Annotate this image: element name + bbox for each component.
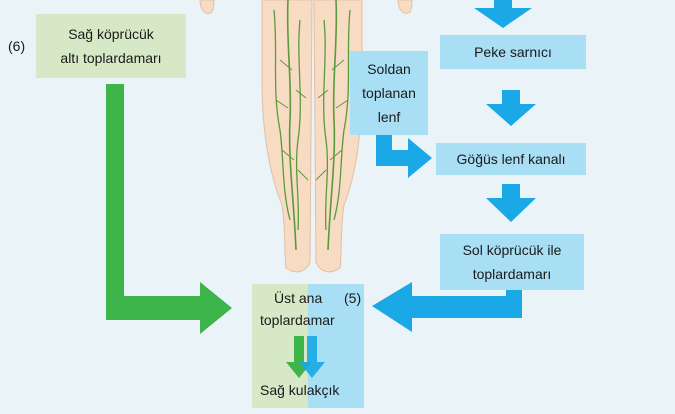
green-flow-arrow [106, 84, 232, 334]
blue-arrow-duct-down [486, 184, 536, 222]
right-subclavian-line1: Sağ köprücük [68, 22, 154, 46]
left-subclavian-line1: Sol köprücük ile [463, 238, 562, 262]
vena-cava-line1: Üst ana [274, 290, 322, 306]
box-thoracic-duct: Göğüs lenf kanalı [436, 143, 586, 175]
peke-label: Peke sarnıcı [474, 40, 552, 64]
label-six: (6) [8, 38, 25, 54]
left-subclavian-line2: toplardamarı [473, 262, 552, 286]
box-peke: Peke sarnıcı [440, 35, 586, 69]
box-left-subclavian: Sol köprücük ile toplardamarı [440, 234, 584, 290]
right-atrium-label: Sağ kulakçık [260, 382, 339, 398]
left-lymph-line2: toplanan [362, 81, 416, 105]
box-left-lymph: Soldan toplanan lenf [350, 51, 428, 135]
vena-cava-line2: toplardamar [260, 312, 335, 328]
blue-arrow-top [474, 0, 532, 28]
left-lymph-line1: Soldan [367, 57, 411, 81]
right-subclavian-line2: altı toplardamarı [60, 46, 161, 70]
label-five: (5) [344, 290, 361, 306]
blue-arrow-left-lymph [376, 134, 432, 178]
box-superior-vena-cava: Üst ana (5) toplardamar Sağ kulakçık [252, 284, 364, 408]
left-lymph-line3: lenf [378, 105, 401, 129]
thoracic-duct-label: Göğüs lenf kanalı [457, 147, 566, 171]
blue-arrow-peke-down [486, 90, 536, 126]
box-right-subclavian: Sağ köprücük altı toplardamarı [36, 14, 186, 78]
